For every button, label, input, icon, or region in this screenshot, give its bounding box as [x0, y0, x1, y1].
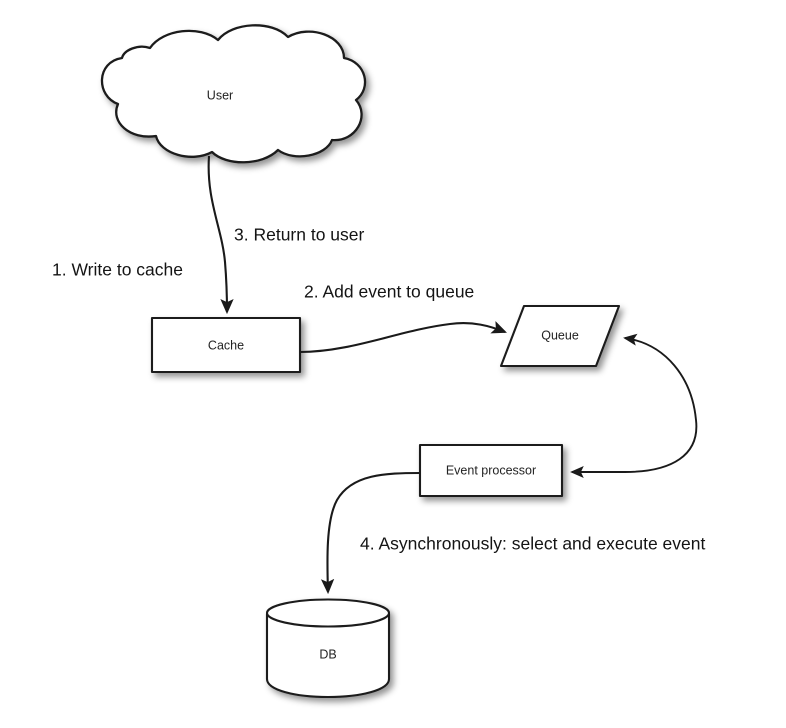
node-db[interactable]: DB	[265, 598, 391, 699]
node-user[interactable]: User	[100, 24, 367, 164]
node-queue-label: Queue	[541, 328, 579, 342]
step-label-2: 2. Add event to queue	[304, 282, 474, 302]
node-user-label: User	[207, 88, 233, 102]
edge-event-processor-to-db	[320, 471, 421, 595]
event-processor-shape	[418, 443, 564, 498]
node-db-label: DB	[319, 647, 336, 661]
step-label-1: 1. Write to cache	[52, 260, 183, 280]
node-cache[interactable]: Cache	[150, 316, 302, 374]
edge-user-to-cache	[207, 155, 234, 315]
cloud-shape	[100, 24, 367, 164]
db-cylinder-top	[265, 598, 391, 628]
step-label-3: 3. Return to user	[234, 225, 365, 245]
edge-queue-event-processor-loop	[570, 333, 698, 479]
node-cache-label: Cache	[208, 338, 244, 352]
edge-cache-to-queue	[299, 320, 507, 354]
cache-shape	[150, 316, 302, 374]
node-event-processor[interactable]: Event processor	[418, 443, 564, 498]
node-queue[interactable]: Queue	[499, 304, 621, 368]
node-event-processor-label: Event processor	[446, 463, 536, 477]
step-label-4: 4. Asynchronously: select and execute ev…	[360, 534, 705, 554]
db-cylinder-body	[265, 612, 391, 699]
